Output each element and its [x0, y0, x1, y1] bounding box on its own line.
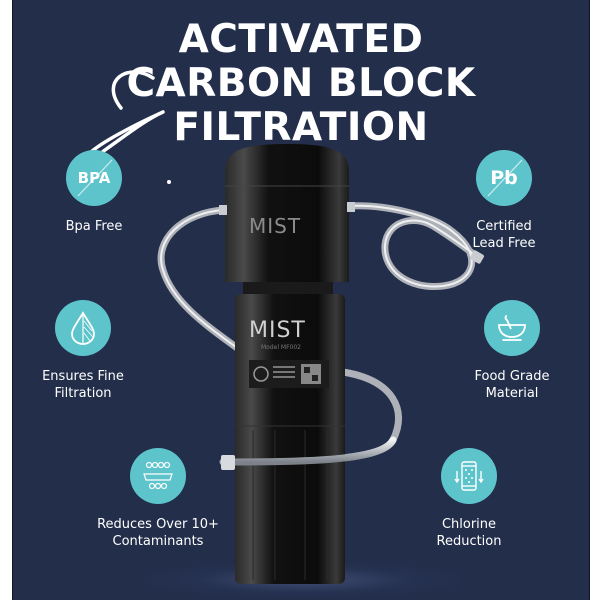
feature-label-line1: Certified — [476, 219, 532, 234]
decorative-dot — [167, 180, 171, 184]
feature-label-line2: Reduction — [436, 534, 502, 549]
contaminants-filter-icon — [130, 448, 186, 504]
bowl-icon — [484, 300, 540, 356]
model-label: Model MF002 — [261, 344, 302, 351]
headline-line-3: FILTRATION — [173, 105, 429, 150]
water-filter-product-image — [157, 144, 484, 584]
feature-label-line2: Lead Free — [472, 236, 536, 251]
feature-label-line1: Ensures Fine — [42, 369, 124, 384]
filter-cartridge-icon — [441, 448, 497, 504]
feature-label-line1: Food Grade — [474, 369, 550, 384]
brand-logo-body: MIST — [249, 318, 306, 343]
bpa-free-icon: BPA — [66, 150, 122, 206]
headline-line-2: CARBON BLOCK — [126, 61, 476, 106]
feature-food-grade: Food Grade Material — [432, 300, 589, 402]
feature-label-line2: Filtration — [54, 386, 112, 401]
water-drop-icon — [55, 300, 111, 356]
feature-label-line1: Chlorine — [441, 517, 497, 532]
feature-fine-filtration: Ensures Fine Filtration — [13, 300, 163, 402]
lead-free-icon: Pb — [476, 150, 532, 206]
infographic-panel: ACTIVATED CARBON BLOCK FILTRATION — [12, 0, 590, 600]
feature-bpa-free: BPA Bpa Free — [14, 150, 174, 235]
feature-label-line2: Contaminants — [112, 534, 204, 549]
feature-lead-free: Pb Certified Lead Free — [424, 150, 584, 252]
feature-contaminants: Reduces Over 10+ Contaminants — [78, 448, 238, 550]
feature-label: Bpa Free — [65, 219, 123, 234]
headline-line-1: ACTIVATED — [178, 17, 424, 62]
feature-chlorine: Chlorine Reduction — [389, 448, 549, 550]
brand-logo-top: MIST — [249, 214, 302, 238]
feature-label-line1: Reduces Over 10+ — [97, 517, 219, 532]
feature-label-line2: Material — [485, 386, 539, 401]
